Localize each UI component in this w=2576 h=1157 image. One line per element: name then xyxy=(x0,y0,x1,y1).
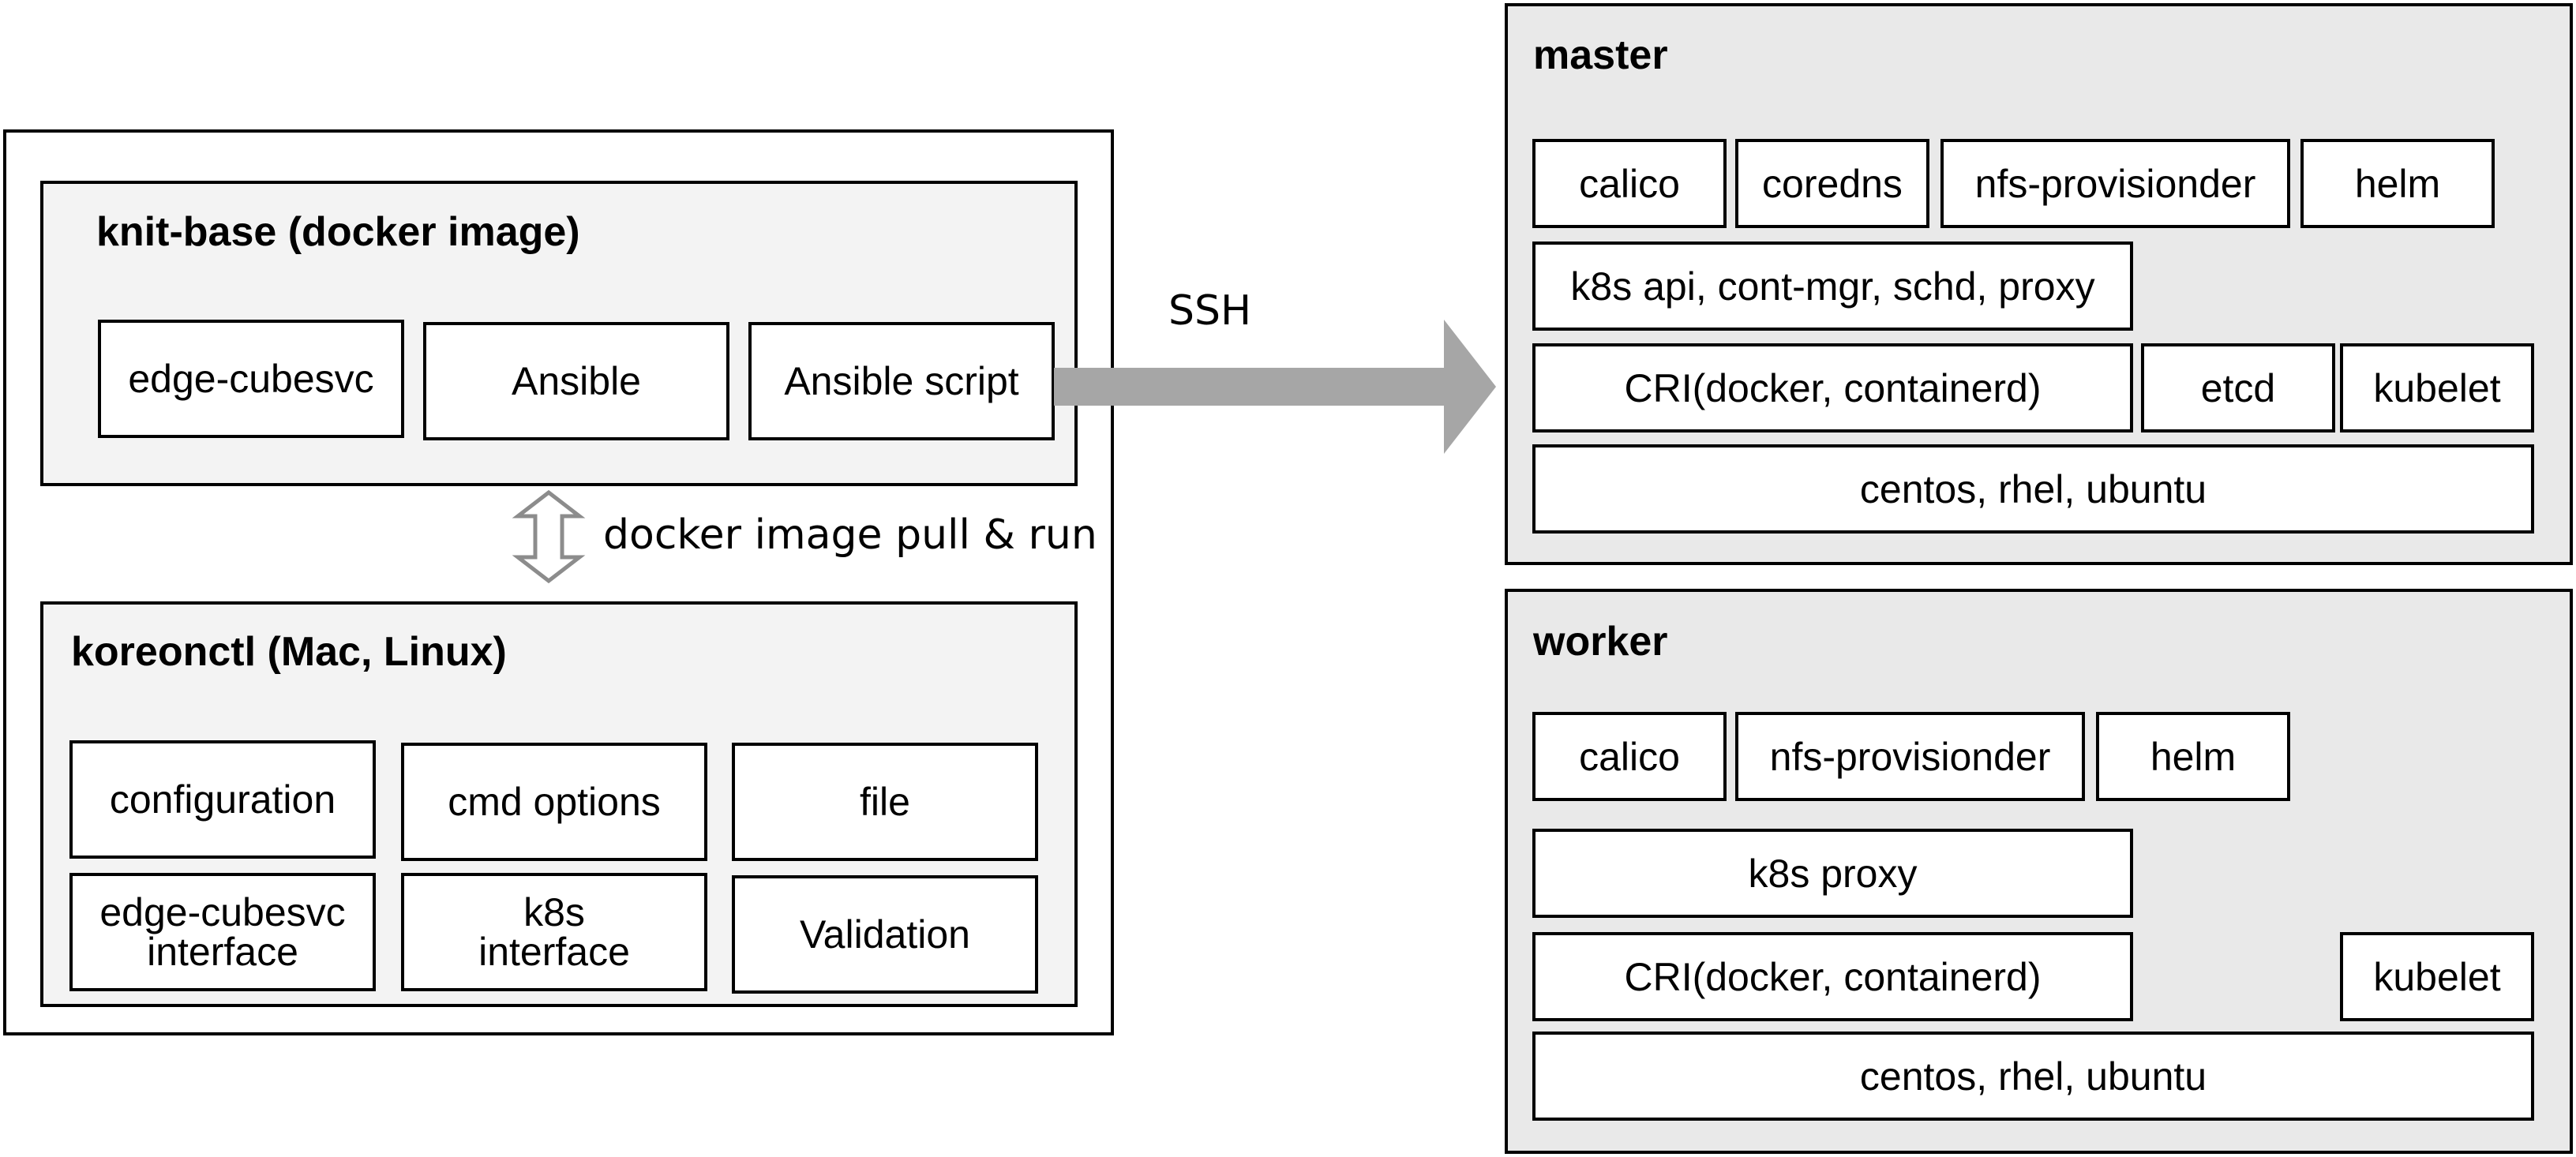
worker-node-title: worker xyxy=(1533,619,1668,665)
knit-base-title: knit-base (docker image) xyxy=(96,209,580,255)
master-node-title: master xyxy=(1533,32,1668,78)
master-item-kubelet: kubelet xyxy=(2340,343,2534,432)
koreonctl-item-configuration: configuration xyxy=(69,740,376,859)
ssh-label: SSH xyxy=(1168,287,1252,335)
knit-base-item-ansible-script: Ansible script xyxy=(748,322,1055,440)
knit-base-item-edge-cubesvc: edge-cubesvc xyxy=(98,320,404,438)
worker-item-k8s-proxy: k8s proxy xyxy=(1532,829,2133,918)
koreonctl-item-edge-cubesvc-interface: edge-cubesvc interface xyxy=(69,873,376,991)
koreonctl-item-file: file xyxy=(732,743,1038,861)
master-item-helm: helm xyxy=(2300,139,2495,228)
docker-pull-label: docker image pull & run xyxy=(603,511,1097,559)
ssh-arrow-icon xyxy=(1054,320,1496,454)
worker-item-os: centos, rhel, ubuntu xyxy=(1532,1032,2534,1121)
worker-item-cri: CRI(docker, containerd) xyxy=(1532,932,2133,1021)
koreonctl-item-validation: Validation xyxy=(732,875,1038,994)
koreonctl-item-k8s-interface: k8s interface xyxy=(401,873,707,991)
master-item-k8s-api: k8s api, cont-mgr, schd, proxy xyxy=(1532,242,2133,331)
koreonctl-item-cmd-options: cmd options xyxy=(401,743,707,861)
master-item-os: centos, rhel, ubuntu xyxy=(1532,444,2534,534)
master-item-calico: calico xyxy=(1532,139,1727,228)
double-arrow-icon xyxy=(512,489,586,584)
worker-item-helm: helm xyxy=(2096,712,2290,801)
knit-base-item-ansible: Ansible xyxy=(423,322,729,440)
master-item-etcd: etcd xyxy=(2141,343,2335,432)
worker-item-nfs-provisionder: nfs-provisionder xyxy=(1735,712,2085,801)
master-item-cri: CRI(docker, containerd) xyxy=(1532,343,2133,432)
worker-item-kubelet: kubelet xyxy=(2340,932,2534,1021)
worker-item-calico: calico xyxy=(1532,712,1727,801)
master-item-nfs-provisionder: nfs-provisionder xyxy=(1940,139,2290,228)
koreonctl-title: koreonctl (Mac, Linux) xyxy=(71,629,507,675)
master-item-coredns: coredns xyxy=(1735,139,1929,228)
